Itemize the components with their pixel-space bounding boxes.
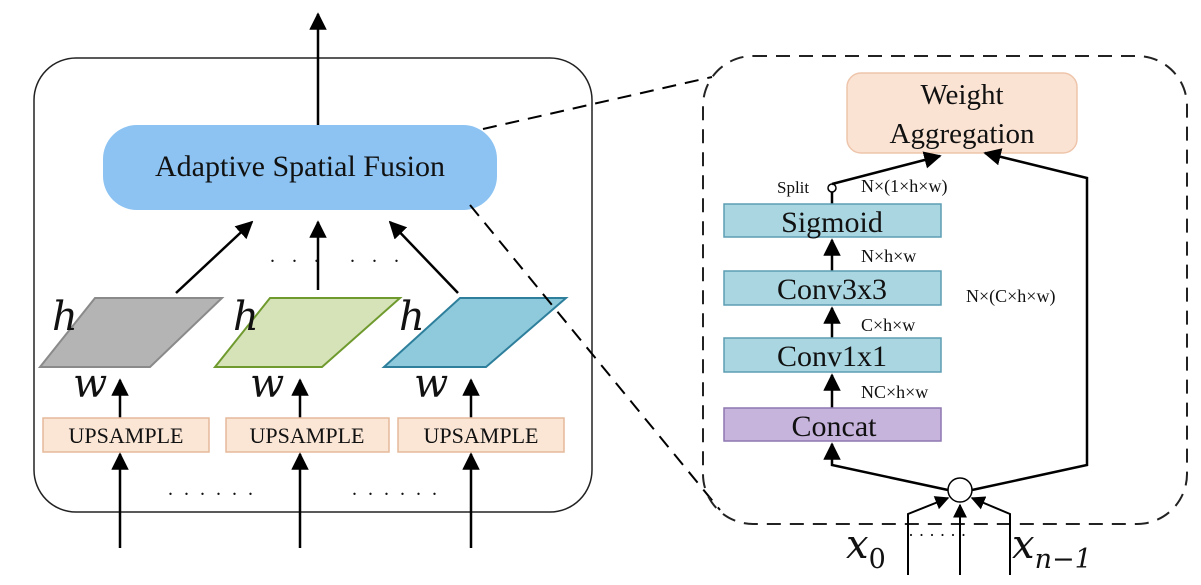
zoom-connector-bottom bbox=[469, 204, 721, 511]
sigmoid-block bbox=[723, 203, 942, 238]
left-panel-frame bbox=[33, 57, 593, 513]
adaptive-spatial-fusion-label: Adaptive Spatial Fusion bbox=[155, 150, 445, 183]
fusion-dots-right: . . . bbox=[350, 245, 405, 267]
feature-map-3 bbox=[381, 297, 569, 368]
split-to-aggregation bbox=[831, 151, 942, 186]
weight-aggregation-label-2: Aggregation bbox=[890, 118, 1035, 150]
weight-aggregation-label-1: Weight bbox=[920, 79, 1003, 111]
upsample-box-3 bbox=[397, 417, 565, 453]
input-line-x0 bbox=[907, 496, 950, 575]
junction-to-concat-arrow bbox=[823, 442, 949, 492]
upsample-label-3: UPSAMPLE bbox=[424, 423, 539, 448]
upsample-box-1 bbox=[42, 417, 210, 453]
fusion-input-arrow-1 bbox=[175, 220, 254, 294]
upsample-label-2: UPSAMPLE bbox=[250, 423, 365, 448]
h-label-2: h bbox=[233, 294, 259, 340]
conv1x1-block bbox=[723, 337, 942, 373]
dim-skip: N×(C×h×w) bbox=[966, 286, 1055, 307]
h-label-1: h bbox=[52, 294, 78, 340]
conv3x3-label: Conv3x3 bbox=[777, 273, 887, 306]
junction-node bbox=[947, 477, 973, 503]
dim-sigmoid-in: N×h×w bbox=[861, 246, 916, 266]
split-node bbox=[827, 183, 837, 193]
upsample-box-2 bbox=[225, 417, 390, 453]
concat-block bbox=[723, 407, 942, 442]
adaptive-spatial-fusion-box bbox=[103, 125, 497, 210]
concat-label: Concat bbox=[792, 410, 878, 443]
feature-map-2 bbox=[212, 297, 403, 368]
conv3x3-block bbox=[723, 270, 942, 306]
fusion-input-arrow-3 bbox=[388, 220, 459, 294]
input-dots-left: . . . . . . bbox=[168, 478, 256, 500]
dim-conv3-in: C×h×w bbox=[861, 315, 915, 335]
dim-split: N×(1×h×w) bbox=[861, 176, 947, 197]
dim-conv1-in: NC×h×w bbox=[861, 382, 928, 402]
input-dots-right: . . . . . . bbox=[352, 478, 440, 500]
fusion-dots-left: . . . bbox=[270, 245, 325, 267]
conv1x1-label: Conv1x1 bbox=[777, 340, 887, 373]
w-label-1: w bbox=[73, 361, 107, 407]
split-label: Split bbox=[777, 178, 809, 197]
feature-map-1 bbox=[37, 297, 225, 368]
h-label-3: h bbox=[399, 294, 425, 340]
w-label-3: w bbox=[414, 361, 448, 407]
w-label-2: w bbox=[250, 361, 284, 407]
right-panel-frame bbox=[702, 55, 1188, 525]
skip-to-aggregation-arrow bbox=[971, 148, 1089, 492]
xn-label: xn−1 bbox=[1012, 522, 1092, 575]
x-dots: · · · · · · bbox=[908, 525, 966, 545]
weight-aggregation-box bbox=[846, 72, 1078, 154]
zoom-connector-top bbox=[482, 76, 713, 130]
upsample-label-1: UPSAMPLE bbox=[69, 423, 184, 448]
input-line-xn bbox=[970, 496, 1011, 575]
sigmoid-label: Sigmoid bbox=[781, 206, 883, 239]
x0-label: x0 bbox=[846, 522, 886, 575]
